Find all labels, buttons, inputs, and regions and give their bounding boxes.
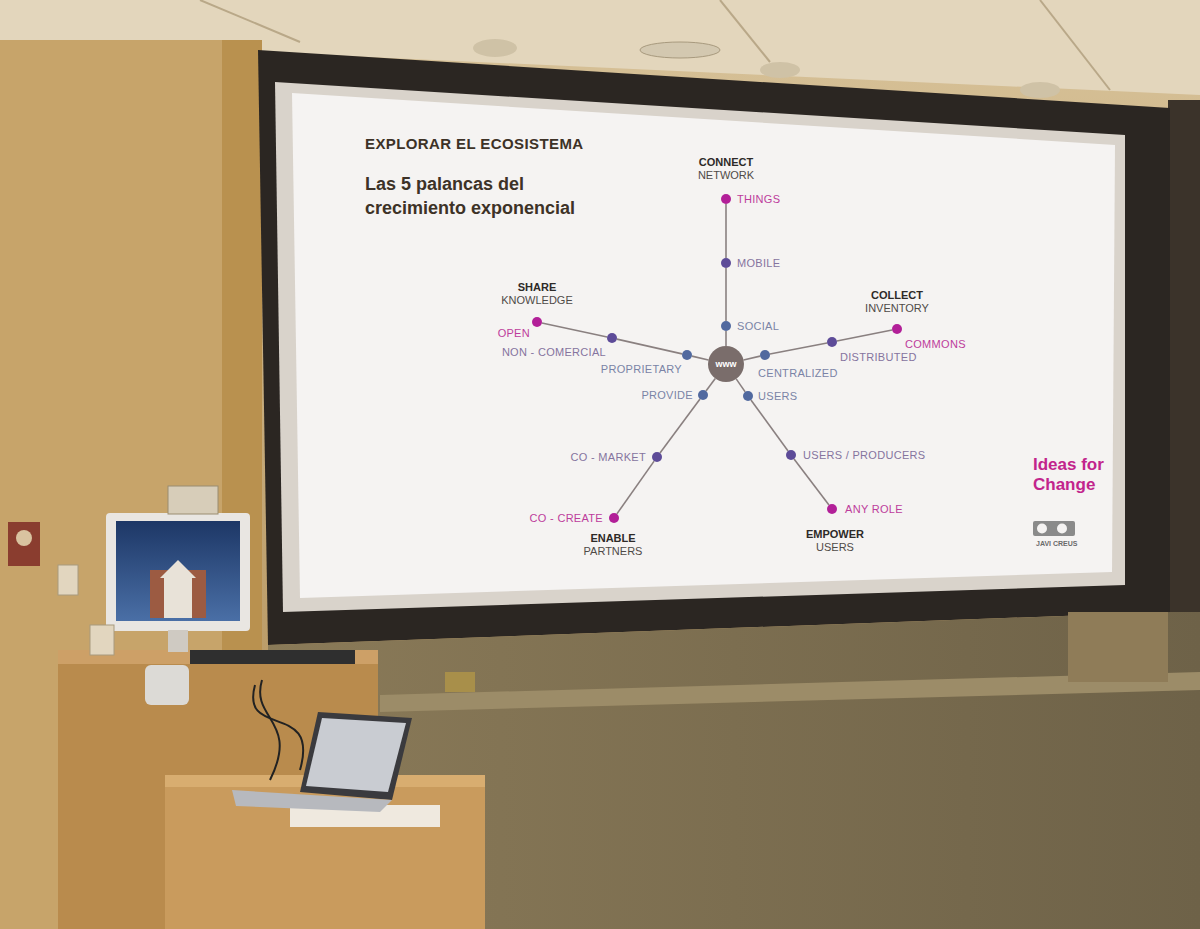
spoke-label: OPEN <box>498 326 530 340</box>
spoke-label: CO - MARKET <box>571 450 646 464</box>
spoke-label: THINGS <box>737 192 780 206</box>
spoke-dot: PROVIDE <box>698 390 708 400</box>
spoke-line <box>794 459 829 505</box>
wall-thermostat <box>168 486 218 514</box>
spoke-dot: DISTRIBUTED <box>827 337 837 347</box>
spoke-line <box>660 399 700 453</box>
spoke-dot: PROPRIETARY <box>682 350 692 360</box>
ceiling-light <box>1020 82 1060 98</box>
spoke-label: NON - COMERCIAL <box>502 345 606 359</box>
spoke-heading: ENABLE <box>590 532 635 545</box>
hub-label: www <box>715 359 736 369</box>
subtitle: Las 5 palancas del crecimiento exponenci… <box>365 172 615 220</box>
brand-logo: Ideas for Change <box>1033 455 1107 495</box>
spoke-subheading: INVENTORY <box>865 302 929 315</box>
spoke-dot: USERS / PRODUCERS <box>786 450 796 460</box>
spoke-line <box>725 331 727 346</box>
spoke-subheading: PARTNERS <box>584 545 643 558</box>
ceiling-light <box>760 62 800 78</box>
wall-switch <box>90 625 114 655</box>
spoke-dot: COMMONS <box>892 324 902 334</box>
spoke-line <box>725 268 727 321</box>
spoke-label: DISTRIBUTED <box>840 350 917 364</box>
spoke-line <box>744 356 761 360</box>
slide-title: EXPLORAR EL ECOSISTEMA <box>365 135 584 152</box>
spoke-label: CO - CREATE <box>530 511 603 525</box>
spoke-dot: CO - MARKET <box>652 452 662 462</box>
spoke-label: MOBILE <box>737 256 780 270</box>
ceiling-vent <box>640 42 720 58</box>
wall-device-dial <box>16 530 32 546</box>
cc-badge-circle <box>1057 524 1067 534</box>
author-credit: JAVI CREUS <box>1036 539 1078 548</box>
spoke-dot: USERS <box>743 391 753 401</box>
hub-circle: www <box>708 346 744 382</box>
spoke-label: COMMONS <box>905 337 966 351</box>
screen-border <box>275 82 1125 612</box>
spoke-dot: SOCIAL <box>721 321 731 331</box>
spoke-label: ANY ROLE <box>845 502 903 516</box>
spoke-line <box>617 339 682 354</box>
laptop-base <box>232 790 392 812</box>
laptop-screen <box>306 718 406 792</box>
spoke-heading: CONNECT <box>699 156 753 169</box>
spoke-label: PROPRIETARY <box>601 362 682 376</box>
ceiling-seam <box>720 0 770 62</box>
spoke-dot: MOBILE <box>721 258 731 268</box>
cable <box>253 685 303 770</box>
spoke-label: PROVIDE <box>641 388 693 402</box>
spoke-line <box>736 379 745 392</box>
cable <box>260 680 280 780</box>
monitor-building-roof <box>160 560 196 578</box>
spoke-label: CENTRALIZED <box>758 366 838 380</box>
laptop-lid <box>300 712 412 800</box>
monitor-bezel <box>106 513 250 631</box>
spoke-line <box>751 400 788 451</box>
cc-badge <box>1033 521 1075 536</box>
monitor-building-door <box>164 578 192 618</box>
spoke-line <box>837 330 892 341</box>
keyboard <box>190 650 355 664</box>
wall-switch <box>58 565 78 595</box>
spoke-subheading: KNOWLEDGE <box>501 294 573 307</box>
spoke-dot: THINGS <box>721 194 731 204</box>
monitor-screen <box>116 521 240 621</box>
spoke-subheading: NETWORK <box>698 169 754 182</box>
spoke-label: USERS / PRODUCERS <box>803 448 925 462</box>
wall-device <box>8 522 40 566</box>
ceiling-seam <box>1040 0 1110 90</box>
slide <box>292 93 1115 598</box>
ceiling-light <box>473 39 517 57</box>
spoke-dot: CENTRALIZED <box>760 350 770 360</box>
spoke-label: SOCIAL <box>737 319 779 333</box>
spoke-dot: OPEN <box>532 317 542 327</box>
spoke-heading: SHARE <box>518 281 557 294</box>
spoke-line <box>617 461 654 514</box>
spoke-line <box>692 356 709 360</box>
board-panel <box>1068 612 1168 682</box>
spoke-dot: ANY ROLE <box>827 504 837 514</box>
screen-case <box>258 50 1170 645</box>
cc-badge-circle <box>1037 524 1047 534</box>
desk <box>165 775 485 929</box>
spoke-line <box>725 204 727 258</box>
ledge-object <box>445 672 475 692</box>
spoke-dot: CO - CREATE <box>609 513 619 523</box>
spoke-label: USERS <box>758 389 797 403</box>
mini-computer <box>145 665 189 705</box>
ceiling-seam <box>200 0 300 42</box>
spoke-dot: NON - COMERCIAL <box>607 333 617 343</box>
spoke-line <box>542 323 607 337</box>
spoke-line <box>706 378 715 391</box>
spoke-heading: COLLECT <box>871 289 923 302</box>
spoke-subheading: USERS <box>816 541 854 554</box>
spoke-line <box>770 343 827 354</box>
monitor-stand <box>168 630 188 652</box>
spoke-heading: EMPOWER <box>806 528 864 541</box>
